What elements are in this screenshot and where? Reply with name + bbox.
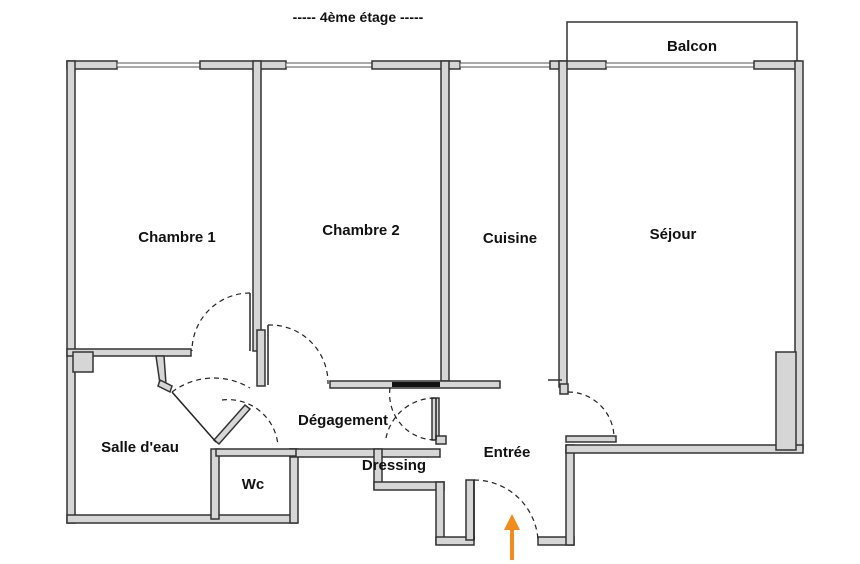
room-label-degagement: Dégagement <box>298 412 388 429</box>
room-label-cuisine: Cuisine <box>483 230 537 247</box>
entrance-arrow-icon <box>504 514 520 560</box>
balcony: Balcon <box>566 21 798 62</box>
room-label-salle-eau: Salle d'eau <box>101 439 179 456</box>
room-label-balcon: Balcon <box>667 38 717 55</box>
room-label-dressing: Dressing <box>362 457 426 474</box>
room-label-sejour: Séjour <box>650 226 697 243</box>
room-labels: Chambre 1 Chambre 2 Cuisine Séjour Salle… <box>101 222 696 493</box>
room-label-entree: Entrée <box>484 444 531 461</box>
floor-title: ----- 4ème étage ----- <box>293 9 424 25</box>
room-label-wc: Wc <box>242 476 265 493</box>
interior-walls <box>66 60 617 541</box>
room-label-chambre1: Chambre 1 <box>138 229 216 246</box>
room-label-chambre2: Chambre 2 <box>322 222 400 239</box>
exterior-walls <box>66 60 804 546</box>
doors <box>171 292 615 541</box>
